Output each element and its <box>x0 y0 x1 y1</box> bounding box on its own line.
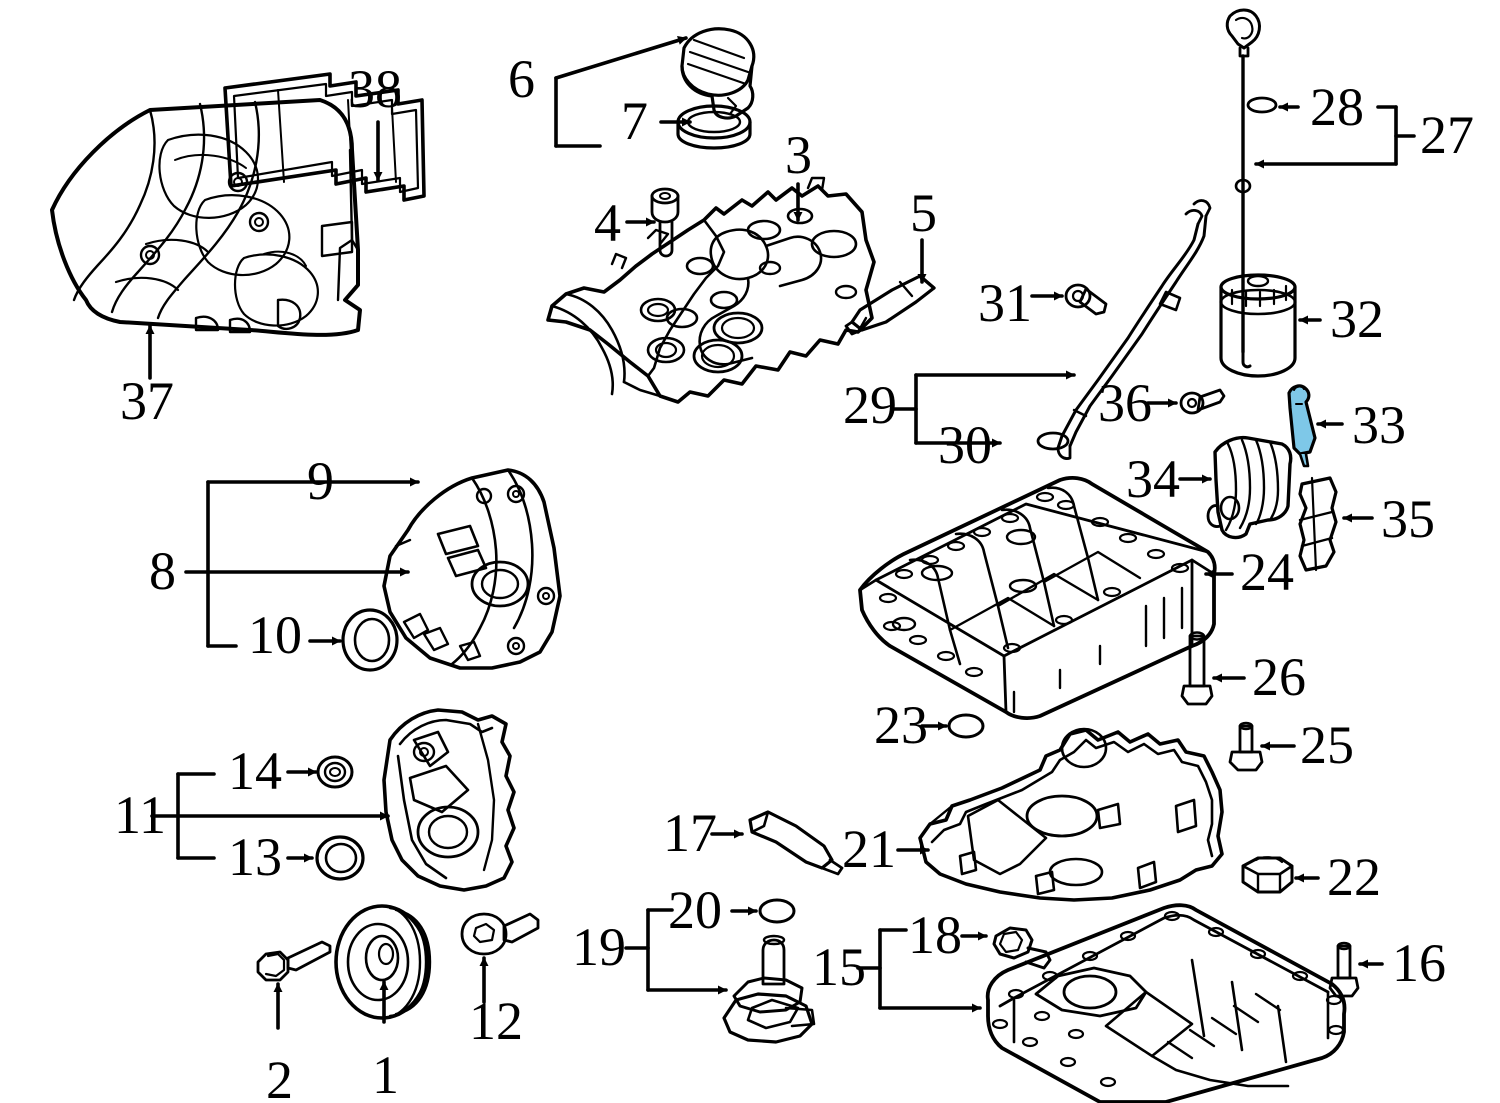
callout-label-19: 19 <box>572 917 626 977</box>
callout-label-11: 11 <box>114 785 166 845</box>
callout-label-24: 24 <box>1240 542 1294 602</box>
part-timing-bolt-12 <box>460 912 540 956</box>
part-lower-timing-cover <box>382 708 516 892</box>
part-seal-14 <box>316 755 354 789</box>
callout-label-14: 14 <box>228 741 282 801</box>
leader-6-top <box>554 36 688 80</box>
part-cooler-gasket <box>1298 476 1338 572</box>
part-crankshaft-pulley <box>334 904 432 1020</box>
callout-label-30: 30 <box>938 415 992 475</box>
callout-label-2: 2 <box>266 1050 293 1103</box>
part-bolt-25 <box>1228 721 1264 772</box>
callout-label-33: 33 <box>1352 395 1406 455</box>
part-upper-timing-cover <box>382 468 562 670</box>
part-drain-plug-18 <box>992 926 1052 970</box>
callout-label-18: 18 <box>908 905 962 965</box>
callout-label-13: 13 <box>228 827 282 887</box>
part-intake-manifold <box>50 98 362 337</box>
callout-label-23: 23 <box>874 695 928 755</box>
callout-label-22: 22 <box>1327 847 1381 907</box>
part-oil-cooler <box>1206 435 1293 540</box>
part-dipstick-tube <box>1036 199 1212 460</box>
callout-label-12: 12 <box>469 991 523 1051</box>
callout-label-34: 34 <box>1126 449 1180 509</box>
callout-label-7: 7 <box>621 91 648 151</box>
part-dipstick <box>1225 8 1278 369</box>
part-bolt-31 <box>1064 283 1108 316</box>
part-oil-filler-cap <box>680 27 756 120</box>
part-oil-spray-nozzle-19 <box>722 934 816 1044</box>
part-pulley-bolt-2 <box>256 940 332 982</box>
part-bolt-26 <box>1180 631 1214 706</box>
callout-label-32: 32 <box>1330 289 1384 349</box>
part-camshaft-seal-10 <box>341 608 399 672</box>
part-intake-manifold-gasket <box>223 72 426 202</box>
callout-label-31: 31 <box>978 273 1032 333</box>
callout-label-8: 8 <box>149 541 176 601</box>
callout-label-10: 10 <box>248 605 302 665</box>
callout-label-4: 4 <box>594 193 621 253</box>
callout-label-5: 5 <box>910 183 937 243</box>
part-oil-filter <box>1219 273 1297 378</box>
callout-label-36: 36 <box>1098 373 1152 433</box>
part-upper-oil-pan <box>858 476 1217 720</box>
callout-label-9: 9 <box>307 451 334 511</box>
part-seal-13 <box>315 835 365 881</box>
part-oring-20 <box>758 898 796 924</box>
callout-label-38: 38 <box>348 59 402 119</box>
part-oring-23 <box>947 713 985 739</box>
callout-label-29: 29 <box>843 375 897 435</box>
callout-label-28: 28 <box>1310 77 1364 137</box>
callout-label-1: 1 <box>372 1045 399 1103</box>
callout-label-26: 26 <box>1252 647 1306 707</box>
callout-label-20: 20 <box>668 880 722 940</box>
part-lower-oil-pan <box>985 903 1347 1103</box>
callout-label-15: 15 <box>812 937 866 997</box>
part-oil-pipe-33 <box>1287 384 1317 468</box>
part-valve-cover-bolt <box>650 187 680 258</box>
callout-label-17: 17 <box>663 803 717 863</box>
callout-label-16: 16 <box>1392 933 1446 993</box>
callout-label-6: 6 <box>508 49 535 109</box>
callout-label-37: 37 <box>120 371 174 431</box>
part-middle-oil-pan <box>918 727 1224 902</box>
callout-label-35: 35 <box>1381 489 1435 549</box>
callout-label-25: 25 <box>1300 715 1354 775</box>
part-hex-plug-22 <box>1241 856 1294 894</box>
callout-label-21: 21 <box>842 819 896 879</box>
part-sealant-tube-17 <box>748 810 844 876</box>
callout-label-3: 3 <box>785 125 812 185</box>
callout-label-27: 27 <box>1420 105 1474 165</box>
part-bolt-16 <box>1328 941 1360 998</box>
part-bolt-36 <box>1179 388 1226 415</box>
